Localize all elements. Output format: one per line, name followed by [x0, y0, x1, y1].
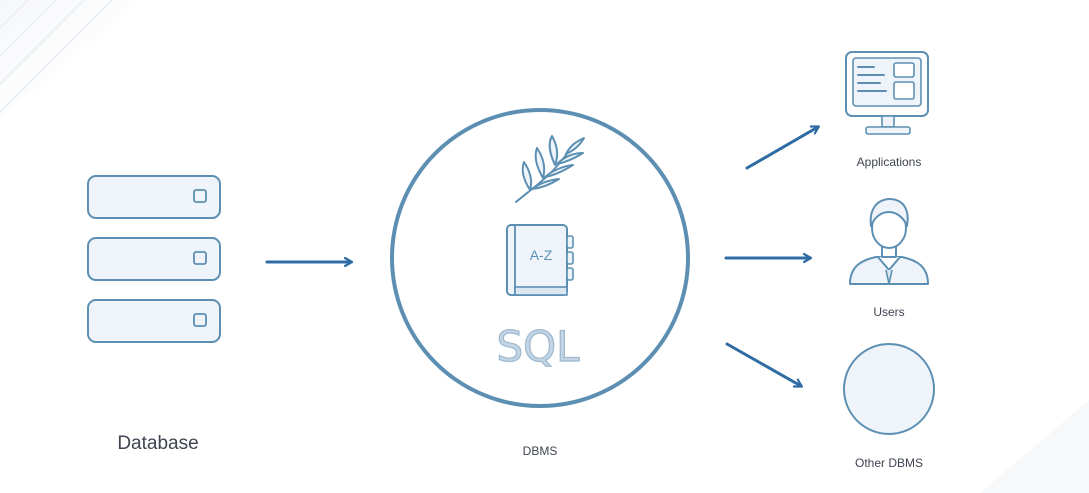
arrow-dbms-to-other-dbms [725, 342, 801, 386]
server-unit [87, 299, 221, 343]
user-icon [849, 198, 929, 285]
arrow-dbms-to-applications [745, 127, 818, 170]
server-unit [87, 237, 221, 281]
server-rack-icon [87, 175, 221, 343]
server-unit [87, 175, 221, 219]
book-label: A-Z [530, 247, 553, 263]
other-dbms-label: Other DBMS [854, 456, 924, 470]
database-label: Database [117, 433, 199, 454]
leaf-icon [515, 135, 585, 203]
address-book-icon: A-Z [506, 224, 574, 296]
sql-text: SQL [496, 322, 580, 371]
applications-label: Applications [856, 155, 922, 169]
users-label: Users [873, 305, 905, 319]
monitor-icon [845, 51, 929, 135]
dbms-label: DBMS [522, 444, 558, 458]
circle-icon [843, 343, 935, 435]
